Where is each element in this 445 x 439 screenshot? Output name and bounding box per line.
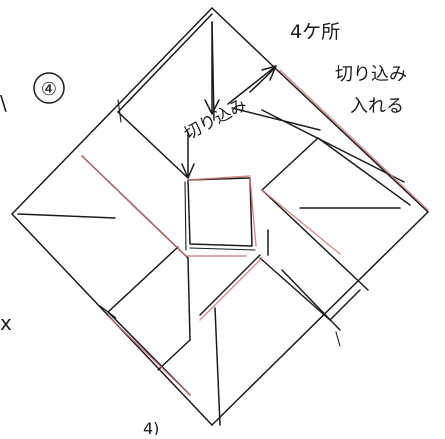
step-number: ④ [41,79,57,100]
red-guide-lines [81,69,429,396]
edge-mark-left-bottom: x [0,311,12,335]
edge-mark-bottom: 4) [143,419,159,435]
instruction-line-2: 入れる [350,96,404,117]
step-number-badge: ④ [33,72,65,104]
instruction-line-1: 切り込み [335,64,407,85]
edge-marks: \ x 4) [0,91,159,438]
center-square [184,177,256,251]
fold-count-note: 4ケ所 [290,21,340,43]
arrow-to-note [227,65,277,105]
slit-label: 切り込み [181,95,250,145]
arrows [181,21,277,179]
edge-mark-left-top: \ [0,91,7,115]
